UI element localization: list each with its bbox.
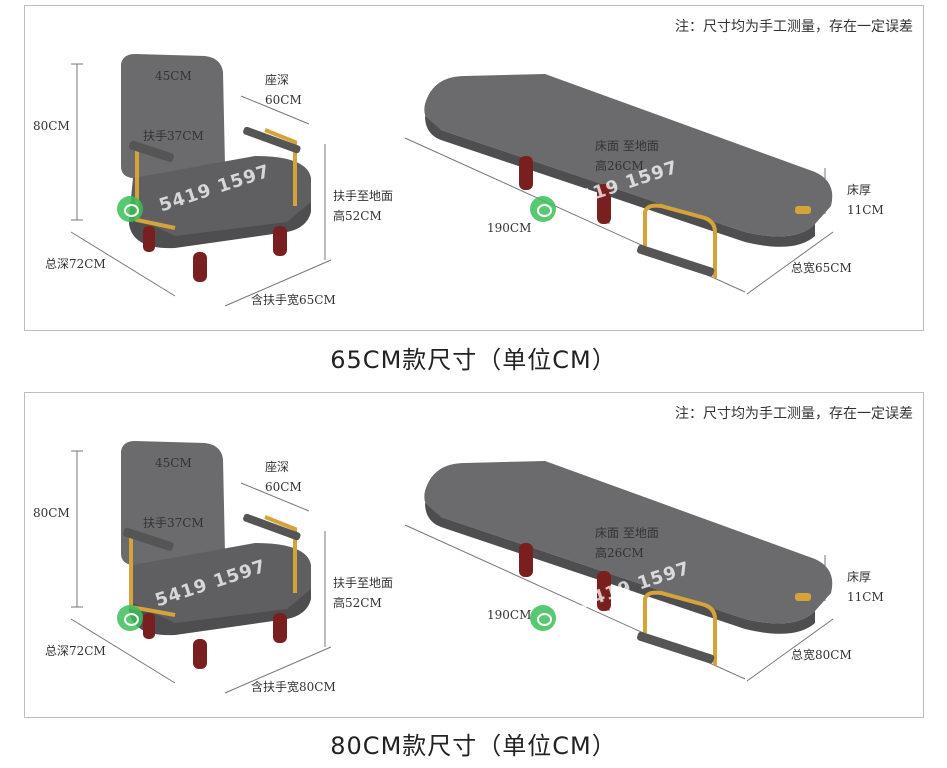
total-depth-label: 总深72CM bbox=[45, 644, 106, 658]
armrest-label: 扶手37CM bbox=[143, 516, 204, 530]
width-with-arms-label: 含扶手宽65CM bbox=[251, 293, 336, 307]
back-height-label: 45CM bbox=[155, 69, 192, 83]
total-height-label: 80CM bbox=[33, 506, 70, 520]
bed-mode bbox=[424, 461, 833, 665]
mattress-thickness-value: 11CM bbox=[847, 203, 884, 217]
wechat-watermark-icon bbox=[530, 196, 556, 222]
panel-caption-65: 65CM款尺寸（单位CM） bbox=[330, 346, 617, 374]
total-width-label: 总宽80CM bbox=[791, 648, 852, 662]
bed-length-label: 190CM bbox=[487, 608, 532, 622]
sofa-bed-illustration bbox=[70, 441, 834, 694]
bed-to-floor-value: 高26CM bbox=[595, 159, 644, 173]
product-panel-80: 注：尺寸均为手工测量，存在一定误差 45CM 座深 60CM 80CM 扶手37… bbox=[24, 392, 924, 718]
bed-length-label: 190CM bbox=[487, 221, 532, 235]
measurement-note: 注：尺寸均为手工测量，存在一定误差 bbox=[675, 19, 913, 35]
panel-caption-80: 80CM款尺寸（单位CM） bbox=[330, 732, 617, 760]
seat-depth-value: 60CM bbox=[265, 93, 302, 107]
arm-to-floor-value: 高52CM bbox=[333, 596, 382, 610]
sofa-bed-illustration bbox=[70, 54, 834, 307]
armrest-label: 扶手37CM bbox=[143, 129, 204, 143]
bed-mode bbox=[424, 74, 833, 278]
mattress-thickness-value: 11CM bbox=[847, 590, 884, 604]
folding-chair bbox=[121, 441, 311, 669]
wechat-watermark-icon bbox=[530, 605, 556, 631]
seat-depth-label: 座深 bbox=[265, 460, 290, 474]
arm-to-floor-value: 高52CM bbox=[333, 209, 382, 223]
arm-to-floor-label: 扶手至地面 bbox=[333, 576, 394, 590]
seat-depth-value: 60CM bbox=[265, 480, 302, 494]
bed-to-floor-label: 床面 至地面 bbox=[595, 139, 659, 153]
seat-depth-label: 座深 bbox=[265, 73, 290, 87]
total-depth-label: 总深72CM bbox=[45, 257, 106, 271]
total-height-label: 80CM bbox=[33, 119, 70, 133]
width-with-arms-label: 含扶手宽80CM bbox=[251, 680, 336, 694]
wechat-watermark-icon bbox=[117, 605, 143, 631]
measurement-note: 注：尺寸均为手工测量，存在一定误差 bbox=[675, 406, 913, 422]
bed-to-floor-label: 床面 至地面 bbox=[595, 526, 659, 540]
back-height-label: 45CM bbox=[155, 456, 192, 470]
product-panel-65: 注：尺寸均为手工测量，存在一定误差 45CM 座深 60CM 80CM 扶手37… bbox=[24, 5, 924, 331]
bed-to-floor-value: 高26CM bbox=[595, 546, 644, 560]
arm-to-floor-label: 扶手至地面 bbox=[333, 189, 394, 203]
folding-chair bbox=[121, 54, 311, 282]
mattress-thickness-label: 床厚 bbox=[847, 183, 872, 197]
total-width-label: 总宽65CM bbox=[791, 261, 852, 275]
mattress-thickness-label: 床厚 bbox=[847, 570, 872, 584]
wechat-watermark-icon bbox=[117, 196, 143, 222]
